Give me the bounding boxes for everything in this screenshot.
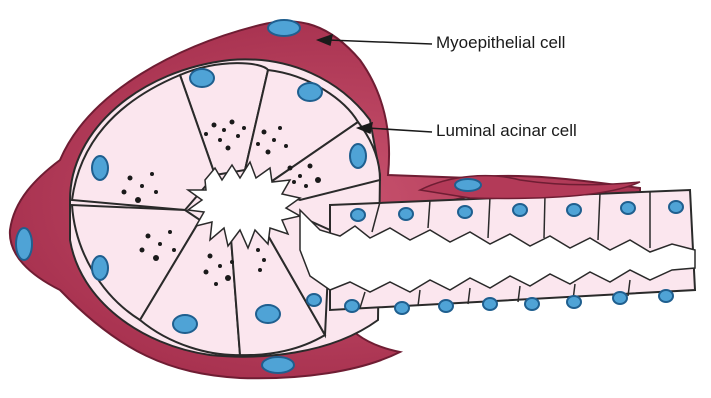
acinar-nucleus	[92, 156, 108, 180]
duct-nucleus	[395, 302, 409, 314]
duct-nucleus	[483, 298, 497, 310]
luminal-acinar-cell-label: Luminal acinar cell	[436, 121, 577, 141]
duct-nucleus	[439, 300, 453, 312]
duct-nucleus	[525, 298, 539, 310]
duct-nucleus	[567, 296, 581, 308]
duct-nucleus	[567, 204, 581, 216]
duct-nucleus	[345, 300, 359, 312]
myoepithelial-nucleus	[262, 357, 294, 373]
acinar-nucleus	[256, 305, 280, 323]
acinar-nucleus	[350, 144, 366, 168]
acinar-nucleus	[173, 315, 197, 333]
duct-nucleus	[659, 290, 673, 302]
acinar-nucleus	[298, 83, 322, 101]
duct-nucleus	[307, 294, 321, 306]
myoepithelial-cell-label: Myoepithelial cell	[436, 33, 565, 53]
duct-nucleus	[613, 292, 627, 304]
duct-nucleus	[458, 206, 472, 218]
duct-nucleus	[513, 204, 527, 216]
acinar-nucleus	[190, 69, 214, 87]
duct-nucleus	[621, 202, 635, 214]
duct-nucleus	[669, 201, 683, 213]
acinar-nucleus	[92, 256, 108, 280]
myoepithelial-nucleus	[16, 228, 32, 260]
myoepithelial-nucleus	[268, 20, 300, 36]
duct-nucleus	[399, 208, 413, 220]
duct-nucleus	[351, 209, 365, 221]
myoepithelial-nucleus	[455, 179, 481, 191]
